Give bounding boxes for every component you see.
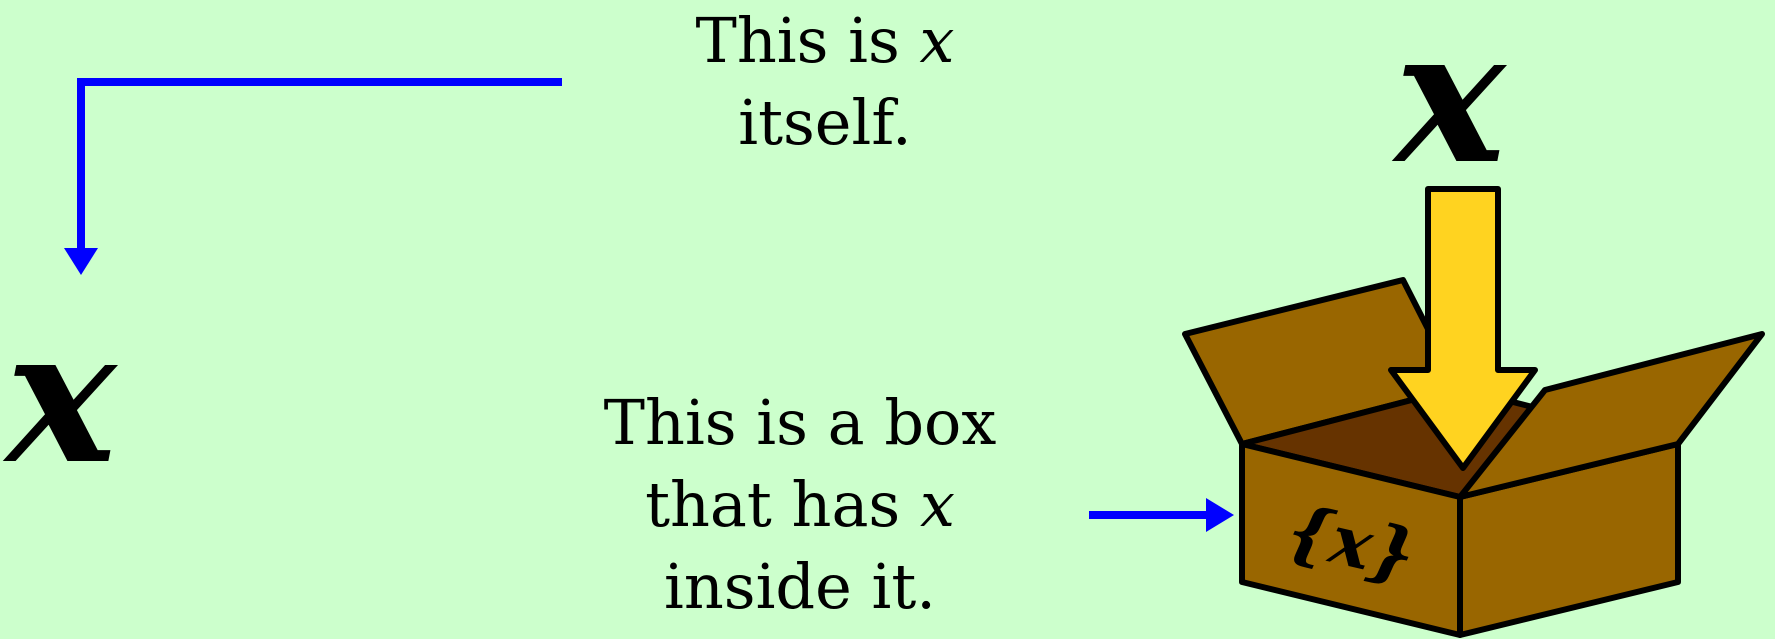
caption-box-var: x [920,468,955,541]
caption-top-line1: This is x [620,0,1030,82]
caption-box-line3: inside it. [545,546,1055,628]
plain-x-symbol: x [6,304,116,489]
connector-top-arrowhead [64,248,98,275]
caption-top-prefix: This is [696,4,920,77]
connector-box-arrowhead [1206,498,1234,532]
x-entering-box-symbol: x [1395,4,1505,189]
caption-box-line2: that has x [545,464,1055,546]
caption-box-prefix: that has [645,468,920,541]
caption-top-var: x [920,4,955,77]
caption-top-line2: itself. [620,82,1030,164]
caption-box-line1: This is a box [545,382,1055,464]
connector-top [81,82,562,250]
caption-box-has-x: This is a box that has x inside it. [545,382,1055,628]
caption-x-itself: This is x itself. [620,0,1030,164]
